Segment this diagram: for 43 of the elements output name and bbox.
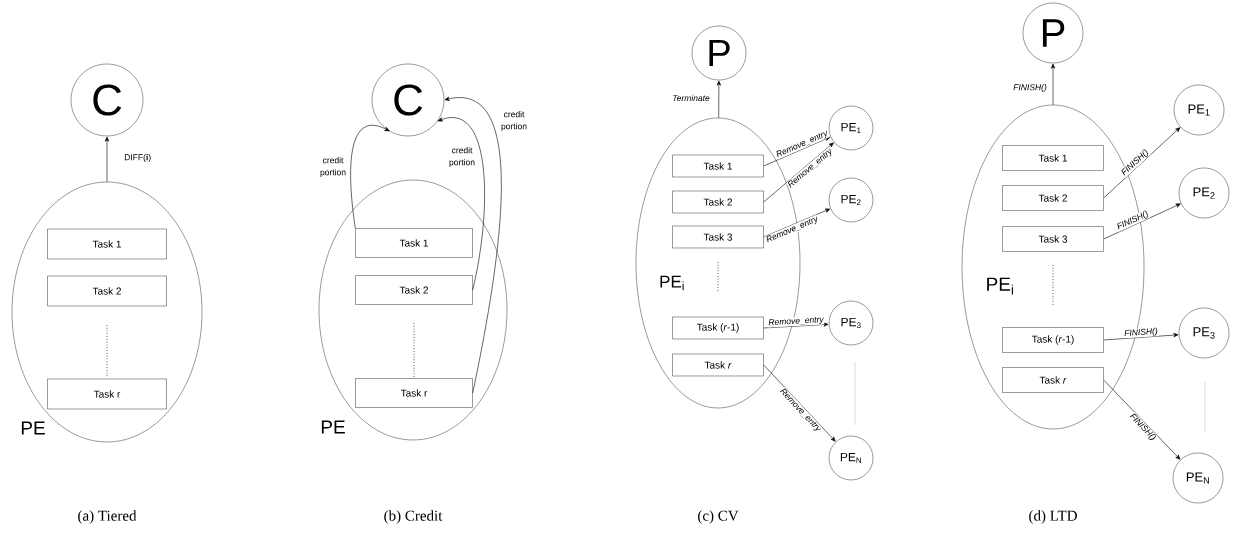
task-box: Task 2 [1002, 185, 1104, 211]
task-box: Task 1 [672, 154, 764, 178]
arrow [763, 142, 834, 203]
arrow [763, 208, 831, 238]
task-box: Task 2 [47, 275, 167, 307]
task-box: Task (r-1) [1002, 327, 1104, 353]
arrow [1103, 127, 1181, 199]
edge-label: FINISH() [1123, 327, 1159, 339]
arrow [763, 322, 829, 329]
panel-caption: (c) CV [698, 510, 739, 524]
edge-label: FINISH() [1012, 83, 1048, 93]
task-box: Task 1 [47, 228, 167, 260]
edge-label: Terminate [671, 93, 711, 103]
edge-label: Remove_entry [767, 315, 825, 328]
arrow [1103, 333, 1179, 341]
task-box: Task r [47, 378, 167, 410]
arrow [763, 364, 836, 442]
arrow [1103, 203, 1181, 240]
task-box: Task 2 [672, 190, 764, 214]
task-box: Task r [355, 378, 473, 408]
arrow [437, 117, 485, 291]
task-box: Task (r-1) [672, 316, 764, 340]
arrow [716, 80, 721, 119]
edge-label: credit portion [448, 146, 476, 168]
panel-caption: (d) LTD [1029, 510, 1077, 524]
task-box: Task 1 [355, 228, 473, 258]
arrow [1050, 63, 1056, 106]
task-box: Task r [672, 353, 764, 377]
arrow [1103, 379, 1181, 460]
task-box: Task 1 [1002, 145, 1104, 171]
task-box: Task 3 [672, 225, 764, 249]
arrow [350, 125, 390, 229]
panel-caption: (a) Tiered [78, 510, 137, 524]
panel-caption: (b) Credit [384, 510, 443, 524]
task-box: Task 3 [1002, 226, 1104, 252]
task-box: Task 2 [355, 275, 473, 305]
arrow [444, 96, 502, 394]
arrow [763, 136, 831, 167]
edge-label: DIFF(i) [123, 153, 153, 163]
arrow [104, 136, 110, 183]
task-box: Task r [1002, 367, 1104, 393]
edge-label: credit portion [500, 110, 528, 132]
edge-label: credit portion [319, 156, 347, 178]
